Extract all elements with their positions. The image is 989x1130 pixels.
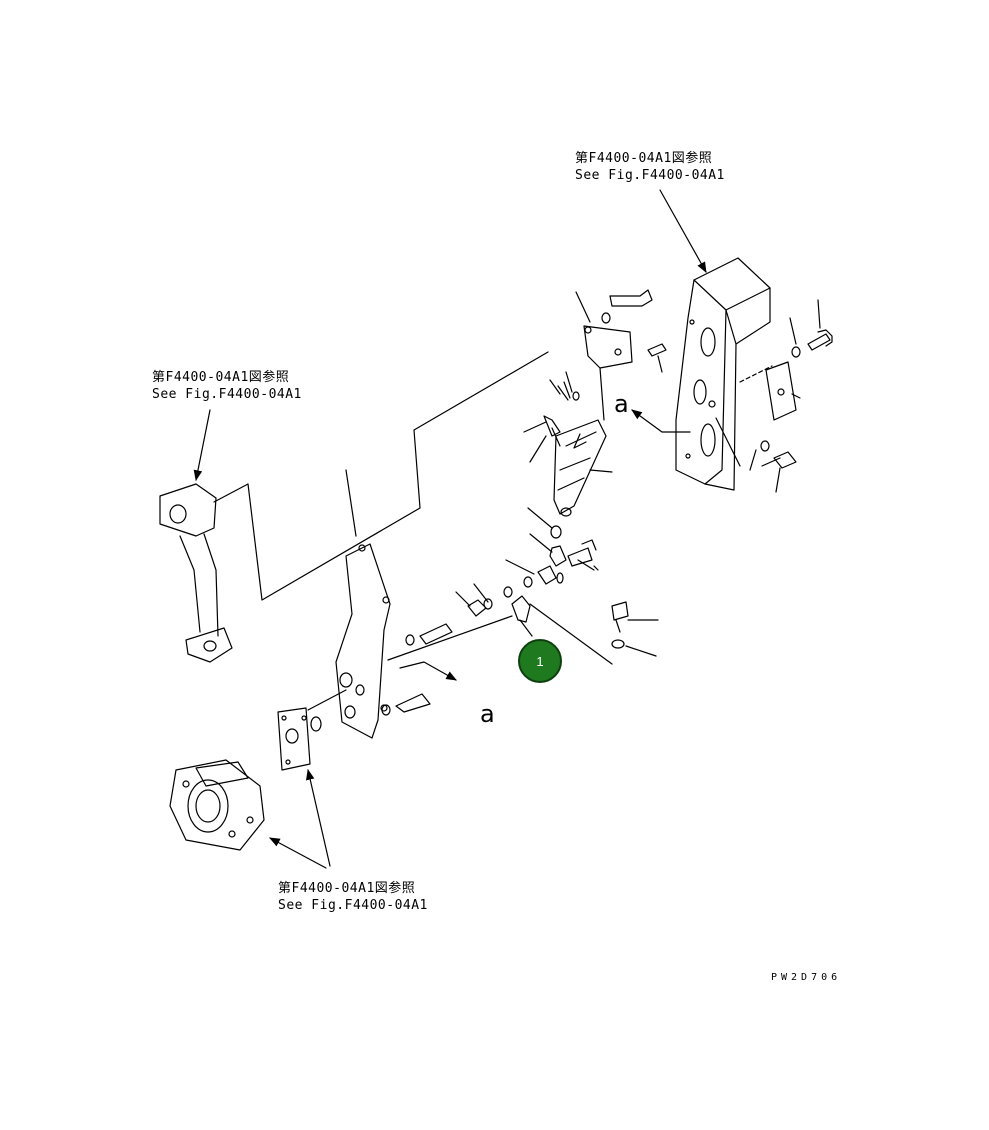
part-callout-1[interactable]: 1 [518,639,562,683]
damper-assembly [553,419,607,517]
right-bolt-set [760,329,833,469]
main-plate [335,543,391,739]
ref-label-left-en: See Fig.F4400-04A1 [152,387,302,402]
document-code: PW2D706 [771,972,842,983]
ref-label-top-right-jp: 第F4400-04A1図参照 [575,151,713,166]
pump-housing [169,759,265,851]
part-callout-label: 1 [536,653,544,669]
middle-hardware [467,525,597,623]
ref-label-left-jp: 第F4400-04A1図参照 [152,370,290,385]
section-marker-a-upper: a [614,390,629,418]
ref-label-bottom-jp: 第F4400-04A1図参照 [278,881,416,896]
gasket-plate [277,707,322,771]
cover-plate [765,361,797,421]
mounting-block [675,257,771,491]
section-marker-a-lower: a [480,700,495,728]
upper-bracket [583,289,667,421]
ref-label-bottom-en: See Fig.F4400-04A1 [278,898,428,913]
ref-label-top-right-en: See Fig.F4400-04A1 [575,168,725,183]
left-pipe [159,483,233,663]
